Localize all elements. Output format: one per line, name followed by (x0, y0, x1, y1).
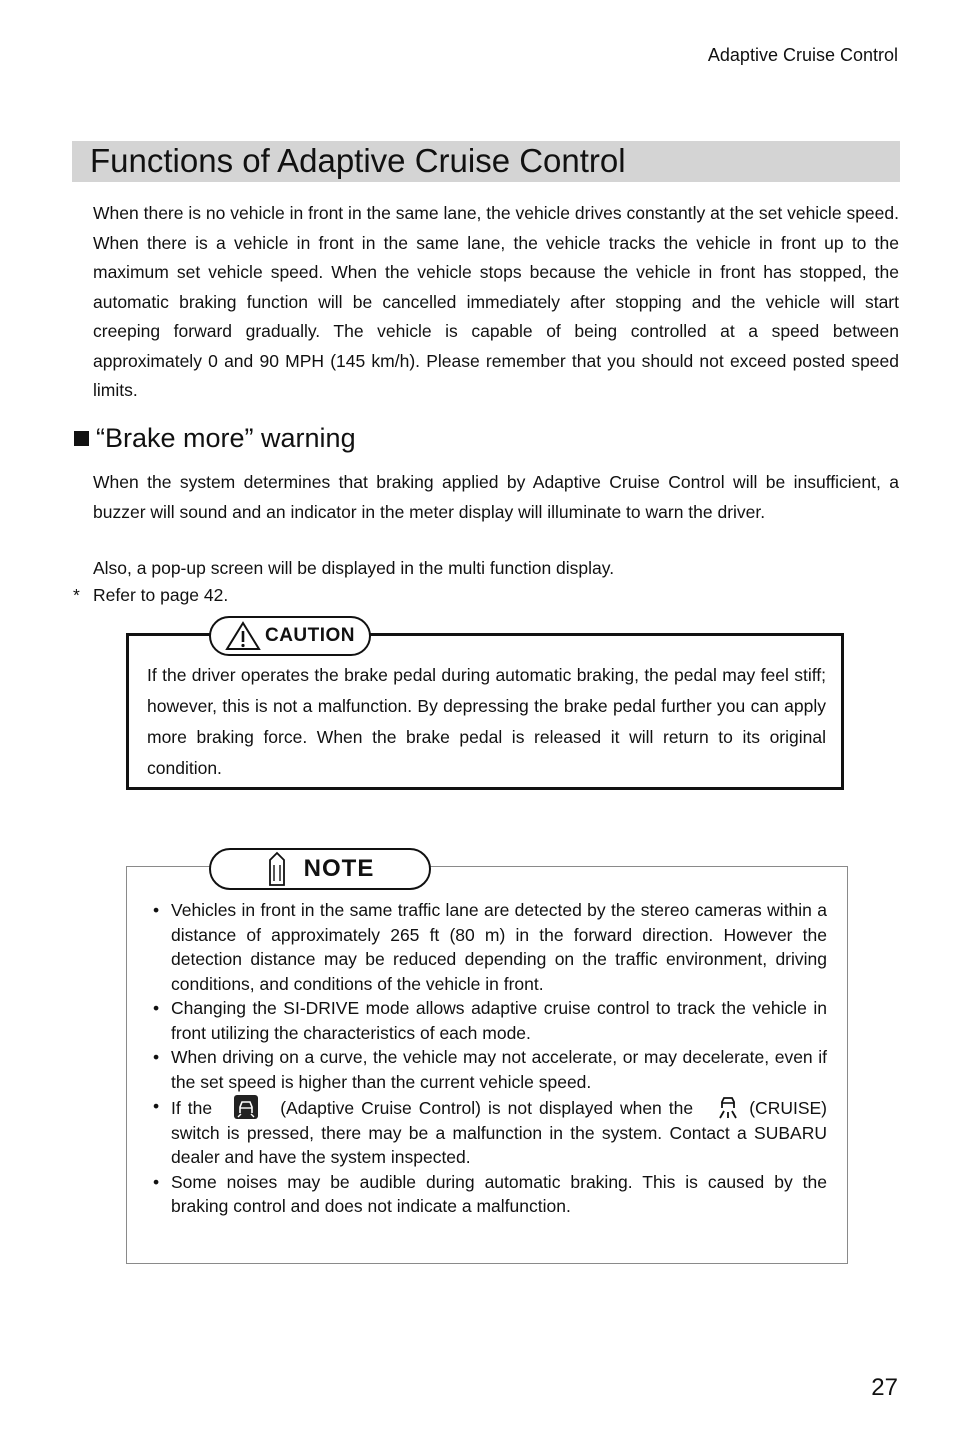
caution-box (126, 633, 844, 790)
note-list: •Vehicles in front in the same traffic l… (149, 898, 827, 1219)
note-item: •Some noises may be audible during autom… (153, 1171, 827, 1217)
warning-triangle-icon (225, 621, 261, 650)
page-number: 27 (871, 1374, 898, 1401)
reference-asterisk: * (73, 585, 80, 605)
note-tab: NOTE (209, 848, 431, 890)
square-bullet-icon (74, 430, 89, 446)
acc-indicator-icon (234, 1095, 259, 1119)
note-item: •When driving on a curve, the vehicle ma… (153, 1047, 827, 1092)
note-box (126, 866, 848, 1264)
section-title: Functions of Adaptive Cruise Control (90, 142, 626, 179)
running-header: Adaptive Cruise Control (707, 45, 898, 65)
popup-paragraph: Also, a pop-up screen will be displayed … (93, 558, 615, 578)
caution-label: CAUTION (264, 625, 356, 646)
note-memo-icon (268, 851, 285, 886)
caution-tab: CAUTION (209, 616, 371, 656)
note-item: •Vehicles in front in the same traffic l… (153, 900, 827, 994)
intro-paragraph: When there is no vehicle in front in the… (93, 203, 899, 400)
section-title-bar: Functions of Adaptive Cruise Control (72, 141, 900, 182)
note-item: •If the (Adaptive Cruise Control) is not… (153, 1095, 828, 1167)
caution-text: If the driver operates the brake pedal d… (147, 665, 826, 778)
note-item: •Changing the SI-DRIVE mode allows adapt… (153, 998, 827, 1043)
cruise-switch-icon (719, 1097, 737, 1119)
reference-text: Refer to page 42. (93, 585, 229, 605)
note-label: NOTE (303, 855, 375, 882)
brake-more-heading: “Brake more” warning (74, 420, 356, 456)
page-reference: * Refer to page 42. (73, 581, 228, 611)
brake-more-heading-text: “Brake more” warning (96, 423, 356, 453)
brake-more-paragraph: When the system determines that braking … (93, 472, 899, 522)
